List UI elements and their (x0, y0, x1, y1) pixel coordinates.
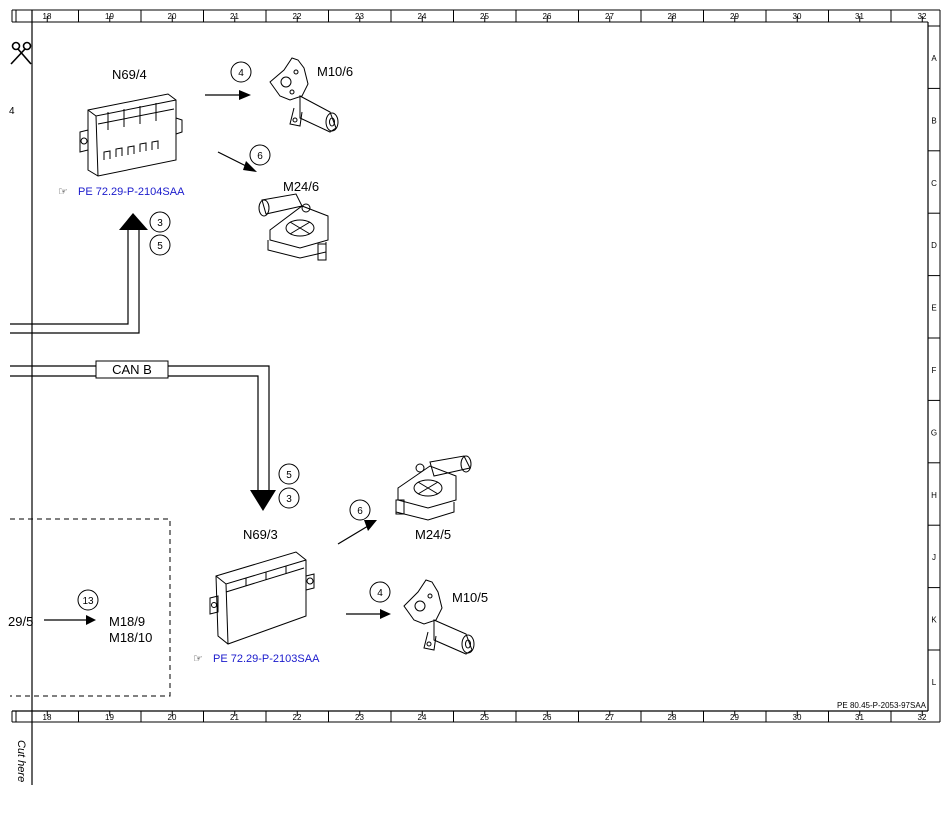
arrow-up-to-n69-4 (119, 213, 148, 230)
n69-4-label: N69/4 (112, 67, 147, 82)
column-label-top: 18 (43, 12, 52, 21)
column-label-bottom: 21 (230, 713, 239, 722)
row-label: J (932, 553, 936, 562)
column-label-top: 24 (418, 12, 427, 21)
column-label-bottom: 30 (793, 713, 802, 722)
m24-6-motor (258, 193, 329, 261)
can-b-harness (10, 365, 270, 492)
arrow-to-m24-5 (364, 520, 377, 531)
column-label-bottom: 24 (418, 713, 427, 722)
left-ref-label: 29/5 (8, 614, 33, 629)
column-label-top: 28 (668, 12, 677, 21)
document-number: PE 80.45-P-2053-97SAA (837, 701, 927, 710)
row-label: K (931, 616, 937, 625)
callout-6-top: 6 (257, 151, 263, 162)
arrow-down-to-n69-3 (250, 490, 276, 511)
row-label: B (931, 116, 936, 125)
row-ruler-right: A B C D E F G H J K L (928, 25, 940, 687)
column-label-bottom: 32 (918, 713, 927, 722)
pointing-hand-icon-2: ☞ (193, 653, 203, 665)
column-label-top: 31 (855, 12, 864, 21)
column-label-top: 29 (730, 12, 739, 21)
column-label-bottom: 31 (855, 713, 864, 722)
callout-circle-4-bot (369, 581, 391, 603)
m10-6-motor (269, 57, 339, 133)
callout-3-top: 3 (157, 218, 163, 229)
row-label: D (931, 241, 937, 250)
m10-5-label: M10/5 (452, 590, 488, 605)
m24-5-label: M24/5 (415, 527, 451, 542)
column-label-top: 25 (480, 12, 489, 21)
n69-3-control-unit (209, 551, 315, 645)
scissors-icon (10, 41, 32, 65)
n69-3-reference-link[interactable]: PE 72.29-P-2103SAA (213, 653, 320, 665)
arrow-to-m24-6 (243, 161, 257, 172)
row-label: F (932, 366, 937, 375)
m24-6-label: M24/6 (283, 179, 319, 194)
row-label: A (931, 54, 937, 63)
column-label-top: 30 (793, 12, 802, 21)
column-label-bottom: 22 (293, 713, 302, 722)
callout-circle-5-top (149, 234, 171, 256)
callout-circle-6-top (249, 144, 271, 166)
column-ruler-bottom: 18 19 20 21 22 23 24 25 26 27 28 29 30 31 32 (15, 711, 927, 722)
arrow-to-m10-6 (239, 90, 251, 100)
column-label-top: 26 (543, 12, 552, 21)
m18-10-label: M18/10 (109, 630, 152, 645)
callout-6-bot: 6 (357, 506, 363, 517)
arrow-to-m18 (86, 615, 96, 625)
callout-circle-13 (77, 589, 99, 611)
row-label: L (932, 678, 937, 687)
dashed-component-box (10, 518, 171, 697)
m10-5-motor (403, 579, 475, 655)
column-label-bottom: 19 (105, 713, 114, 722)
column-label-top: 23 (355, 12, 364, 21)
n69-4-control-unit (79, 93, 183, 177)
column-label-top: 19 (105, 12, 114, 21)
column-label-bottom: 18 (43, 713, 52, 722)
column-ruler-top: 18 19 20 21 22 23 24 25 26 27 28 29 30 31 32 (15, 10, 927, 22)
pointing-hand-icon: ☞ (58, 186, 68, 198)
column-label-top: 22 (293, 12, 302, 21)
left-edge-mark: 4 (9, 106, 15, 117)
row-label: E (931, 304, 936, 313)
column-label-top: 27 (605, 12, 614, 21)
callout-5-mid: 5 (286, 470, 292, 481)
callout-circle-5-mid (278, 463, 300, 485)
row-label: H (931, 491, 937, 500)
row-label: C (931, 179, 937, 188)
column-label-bottom: 28 (668, 713, 677, 722)
column-label-top: 20 (168, 12, 177, 21)
callout-3-mid: 3 (286, 494, 292, 505)
can-b-label: CAN B (112, 362, 152, 377)
column-label-bottom: 27 (605, 713, 614, 722)
column-label-bottom: 20 (168, 713, 177, 722)
m18-9-label: M18/9 (109, 614, 145, 629)
column-label-bottom: 25 (480, 713, 489, 722)
callout-circle-6-bot (349, 499, 371, 521)
n69-3-label: N69/3 (243, 527, 278, 542)
column-label-top: 32 (918, 12, 927, 21)
column-label-bottom: 26 (543, 713, 552, 722)
m24-5-motor (395, 455, 472, 521)
callout-circle-4-top (230, 61, 252, 83)
column-label-bottom: 29 (730, 713, 739, 722)
callout-4-bot: 4 (377, 588, 383, 599)
upper-harness (10, 226, 140, 334)
callout-circle-3-mid (278, 487, 300, 509)
callout-13: 13 (82, 596, 94, 607)
arrow-to-m10-5 (380, 609, 391, 619)
column-label-bottom: 23 (355, 713, 364, 722)
can-b-box (95, 360, 169, 379)
n69-4-reference-link[interactable]: PE 72.29-P-2104SAA (78, 186, 185, 198)
cut-here-label: Cut here (15, 740, 27, 782)
callout-5-top: 5 (157, 241, 163, 252)
m10-6-label: M10/6 (317, 64, 353, 79)
callout-circle-3-top (149, 211, 171, 233)
callout-4-top: 4 (238, 68, 244, 79)
column-label-top: 21 (230, 12, 239, 21)
row-label: G (931, 428, 937, 437)
